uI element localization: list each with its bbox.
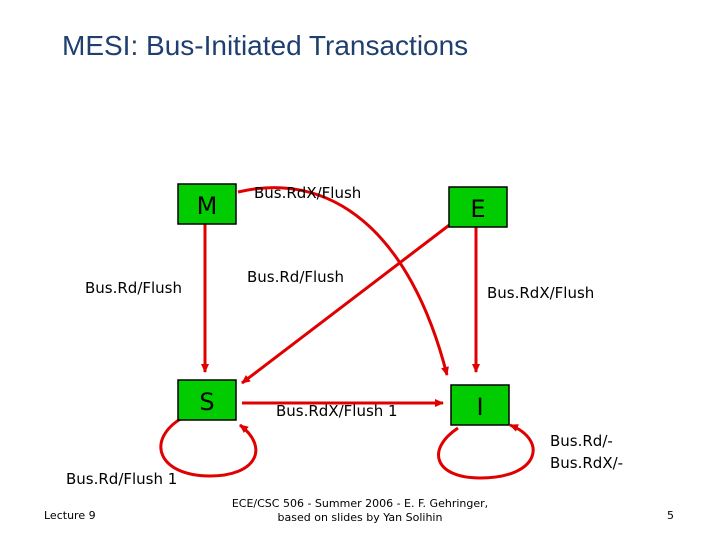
edge-label-i-self-line2: Bus.RdX/- <box>550 454 624 472</box>
footer-lecture: Lecture 9 <box>44 509 96 522</box>
edge-label-s-to-i: Bus.RdX/Flush 1 <box>276 402 398 420</box>
state-i: I <box>450 384 510 426</box>
edge-label-m-to-s: Bus.Rd/Flush <box>85 279 183 297</box>
edge-label-i-self-line1: Bus.Rd/- <box>550 432 613 450</box>
edge-label-s-self: Bus.Rd/Flush 1 <box>66 470 178 488</box>
state-m-label: M <box>197 192 218 220</box>
state-i-label: I <box>476 393 483 421</box>
edge-e-to-s <box>241 205 474 385</box>
state-m: M <box>177 183 237 225</box>
edge-label-m-to-i: Bus.RdX/Flush <box>254 184 362 202</box>
state-e: E <box>448 186 508 228</box>
footer-course-info: ECE/CSC 506 - Summer 2006 - E. F. Gehrin… <box>231 497 489 524</box>
slide-title: MESI: Bus-Initiated Transactions <box>62 30 469 61</box>
state-s-label: S <box>199 388 214 416</box>
edge-s-self-loop <box>159 416 258 478</box>
edge-m-to-i <box>237 186 449 376</box>
state-s: S <box>177 379 237 421</box>
state-e-label: E <box>470 195 485 223</box>
edge-i-self-loop <box>437 423 535 480</box>
edge-label-e-to-s: Bus.Rd/Flush <box>247 268 345 286</box>
edge-label-e-to-i: Bus.RdX/Flush <box>487 284 595 302</box>
page-number: 5 <box>667 509 674 522</box>
